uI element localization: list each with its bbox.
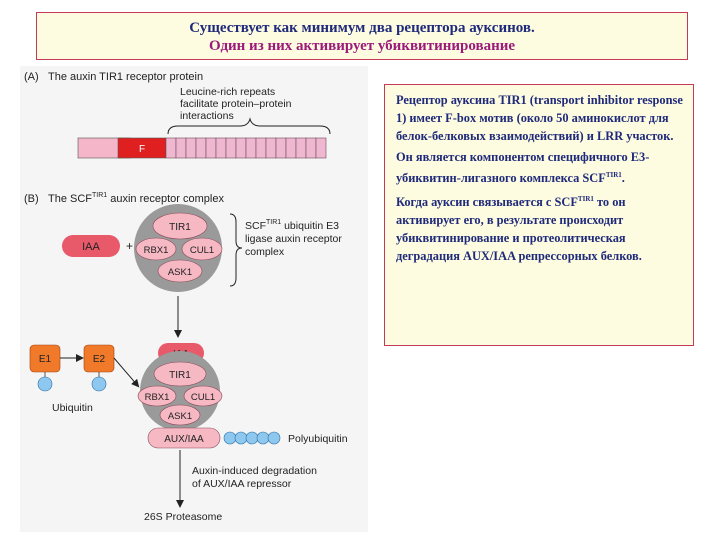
complex-label-line-3: complex — [245, 246, 285, 258]
lrr-segment — [265, 137, 277, 159]
proteasome-label: 26S Proteasome — [144, 511, 222, 523]
title-line-2: Один из них активирует убиквитинирование — [208, 38, 516, 54]
aux-iaa-label: AUX/IAA — [164, 434, 204, 445]
title-line-1: Существует как минимум два рецептора аук… — [189, 20, 535, 36]
lrr-segment — [235, 137, 247, 159]
rbx1-bottom — [137, 385, 177, 407]
panel-b-title: The SCFTIR1 auxin receptor complex — [48, 192, 224, 205]
rbx1-bottom-label: RBX1 — [145, 392, 170, 403]
polyubiquitin-unit — [245, 431, 259, 445]
degradation-line-2: of AUX/IAA repressor — [192, 478, 292, 490]
e1-label: E1 — [39, 354, 52, 365]
tir1-top-label: TIR1 — [169, 222, 191, 233]
plus-sign: + — [126, 239, 133, 253]
ask1-top-label: ASK1 — [168, 267, 192, 278]
ubiquitin-e2 — [91, 376, 107, 392]
lrr-annotation-line-1: Leucine-rich repeats — [180, 86, 275, 98]
lrr-segment — [255, 137, 267, 159]
cul1-bottom — [183, 385, 223, 407]
description-paragraph-2: Он является компонентом специфичного Е3-… — [396, 150, 650, 186]
cul1-top — [181, 237, 223, 261]
polyubiquitin-unit — [256, 431, 270, 445]
e2-label: E2 — [93, 354, 106, 365]
title-box: Существует как минимум два рецептора аук… — [36, 12, 688, 60]
polyubiquitin-unit — [234, 431, 248, 445]
degradation-line-1: Auxin-induced degradation — [192, 465, 317, 477]
lrr-segment — [165, 137, 177, 159]
lrr-repeats — [165, 137, 327, 159]
description-box: Рецептор ауксина TIR1 (transport inhibit… — [384, 84, 694, 346]
ask1-bottom — [159, 404, 201, 426]
rbx1-top-label: RBX1 — [144, 245, 169, 256]
figure-svg: (A) The auxin TIR1 receptor protein Leuc… — [24, 71, 348, 523]
lrr-segment — [205, 137, 217, 159]
lrr-segment — [245, 137, 257, 159]
iaa-free — [62, 235, 120, 257]
ubiquitin-label: Ubiquitin — [52, 402, 93, 414]
complex-bracket — [229, 213, 243, 287]
lrr-segment — [175, 137, 187, 159]
lrr-segment — [185, 137, 197, 159]
polyubiquitin-label: Polyubiquitin — [288, 433, 348, 445]
lrr-segment — [305, 137, 317, 159]
iaa-free-label: IAA — [82, 241, 100, 253]
cul1-bottom-label: CUL1 — [191, 392, 215, 403]
lrr-annotation-line-3: interactions — [180, 110, 234, 122]
polyubiquitin-unit — [267, 431, 281, 445]
polyubiquitin-chain — [223, 431, 281, 445]
polyubiquitin-unit — [223, 431, 237, 445]
tir1-top — [152, 212, 208, 240]
complex-label-line-2: ligase auxin receptor — [245, 233, 342, 245]
lrr-segment — [225, 137, 237, 159]
description-paragraph-1: Рецептор ауксина TIR1 (transport inhibit… — [396, 93, 683, 143]
lrr-annotation-line-2: facilitate protein–protein — [180, 98, 292, 110]
lrr-segment — [315, 137, 327, 159]
panel-a-title: The auxin TIR1 receptor protein — [48, 71, 203, 83]
cul1-top-label: CUL1 — [190, 245, 214, 256]
lrr-segment — [295, 137, 307, 159]
arrow-e2-complex — [113, 357, 140, 388]
ask1-bottom-label: ASK1 — [168, 411, 192, 422]
lrr-segment — [285, 137, 297, 159]
panel-a-label: (A) — [24, 71, 39, 83]
panel-b-label: (B) — [24, 193, 39, 205]
rbx1-top — [135, 237, 177, 261]
lrr-segment — [275, 137, 287, 159]
auxin-receptor-figure: (A) The auxin TIR1 receptor protein Leuc… — [20, 66, 368, 532]
ubiquitin-e1 — [37, 376, 53, 392]
lrr-bracket — [167, 117, 331, 135]
lrr-segment — [195, 137, 207, 159]
tir1-bottom — [153, 361, 207, 387]
fbox-label: F — [139, 144, 145, 155]
lrr-segment — [215, 137, 227, 159]
description-paragraph-3: Когда ауксин связывается с SCFTIR1 то он… — [396, 195, 642, 264]
tir1-bottom-label: TIR1 — [169, 370, 191, 381]
ask1-top — [157, 259, 203, 283]
aux-iaa-protein — [147, 427, 221, 449]
complex-label-line-1: SCFTIR1 ubiquitin E3 — [245, 219, 339, 232]
